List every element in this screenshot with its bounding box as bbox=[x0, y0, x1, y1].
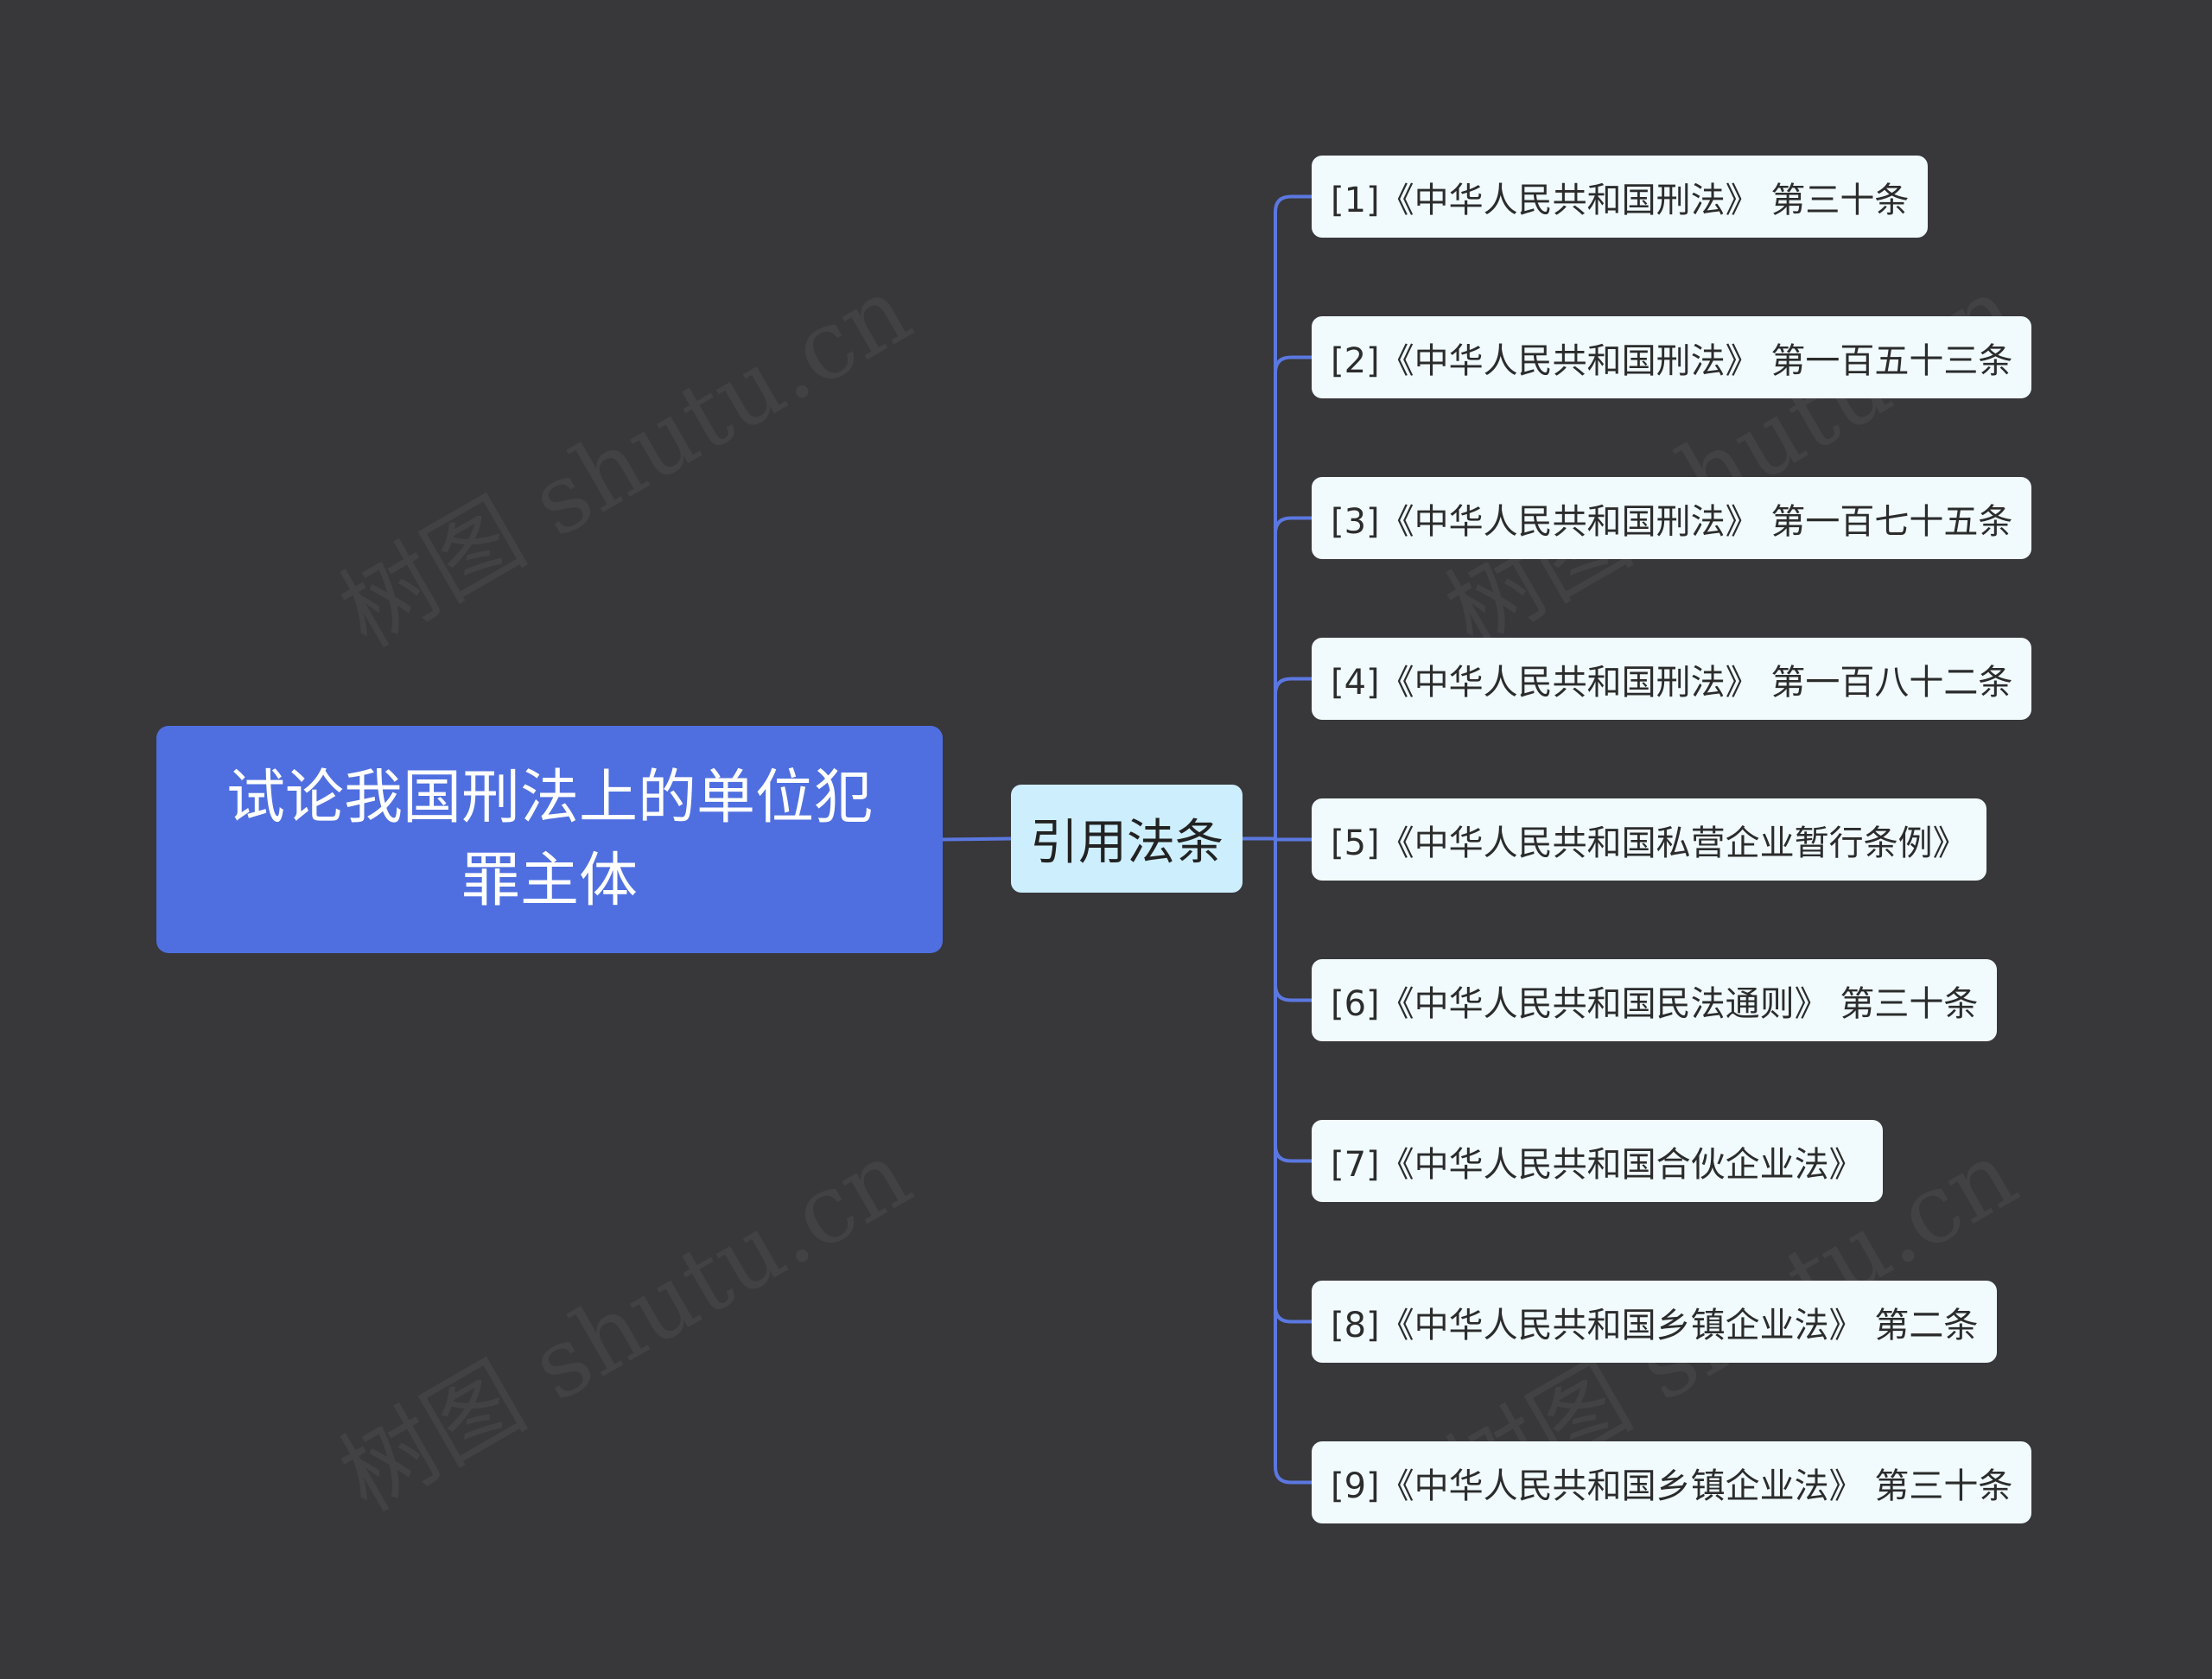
leaf-connector-line bbox=[1274, 1145, 1312, 1163]
leaf-connector-line bbox=[1274, 516, 1312, 534]
leaf-connector-line bbox=[1274, 355, 1312, 373]
leaf-text: [1]《中华人民共和国刑法》 第三十条 bbox=[1331, 180, 1910, 220]
leaf-connector-line bbox=[1274, 1466, 1312, 1485]
leaf-text: [8]《中华人民共和国乡镇企业法》 第二条 bbox=[1331, 1305, 1979, 1345]
leaf-text: [9]《中华人民共和国乡镇企业法》 第三十条 bbox=[1331, 1466, 2013, 1506]
root-topic-title: 试论我国刑法上的单位犯罪主体 bbox=[226, 763, 873, 915]
leaf-connector-line bbox=[1274, 677, 1312, 695]
leaf-text: [7]《中华人民共和国合伙企业法》 bbox=[1331, 1144, 1864, 1185]
leaf-text: [3]《中华人民共和国刑法》 第一百七十五条 bbox=[1331, 501, 2013, 542]
leaf-node[interactable]: [4]《中华人民共和国刑法》 第一百八十二条 bbox=[1312, 638, 2032, 720]
leaf-connector-line bbox=[1274, 984, 1312, 1002]
leaf-node[interactable]: [5]《中华人民共和国私营企业暂行条例》 bbox=[1312, 798, 1986, 881]
leaf-text: [2]《中华人民共和国刑法》 第一百五十三条 bbox=[1331, 340, 2013, 381]
leaf-text: [4]《中华人民共和国刑法》 第一百八十二条 bbox=[1331, 662, 2013, 703]
leaf-node[interactable]: [8]《中华人民共和国乡镇企业法》 第二条 bbox=[1312, 1281, 1998, 1363]
leaf-node[interactable]: [1]《中华人民共和国刑法》 第三十条 bbox=[1312, 156, 1929, 238]
leaf-node[interactable]: [9]《中华人民共和国乡镇企业法》 第三十条 bbox=[1312, 1441, 2032, 1523]
root-topic-node[interactable]: 试论我国刑法上的单位犯罪主体 bbox=[156, 726, 943, 953]
leaf-node[interactable]: [6]《中华人民共和国民法通则》 第三十条 bbox=[1312, 959, 1998, 1041]
leaf-connector-line bbox=[1274, 194, 1312, 213]
leaf-text: [6]《中华人民共和国民法通则》 第三十条 bbox=[1331, 983, 1979, 1024]
branch-node-cited-laws[interactable]: 引用法条 bbox=[1011, 785, 1243, 893]
leaf-node[interactable]: [7]《中华人民共和国合伙企业法》 bbox=[1312, 1120, 1883, 1202]
root-to-branch-line bbox=[942, 836, 1012, 842]
leaf-text: [5]《中华人民共和国私营企业暂行条例》 bbox=[1331, 823, 1967, 863]
leaf-node[interactable]: [3]《中华人民共和国刑法》 第一百七十五条 bbox=[1312, 477, 2032, 559]
leaf-node[interactable]: [2]《中华人民共和国刑法》 第一百五十三条 bbox=[1312, 316, 2032, 398]
branch-label: 引用法条 bbox=[1030, 815, 1224, 871]
leaf-connector-line bbox=[1274, 1306, 1312, 1324]
